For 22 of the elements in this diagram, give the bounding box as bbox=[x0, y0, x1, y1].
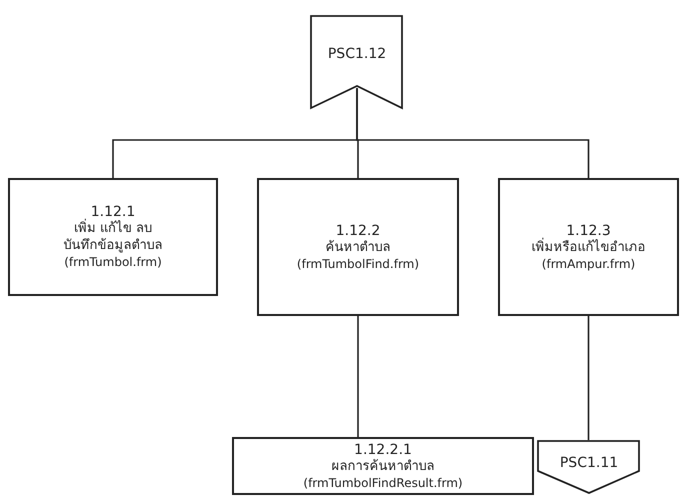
section-number: 1.12.3 bbox=[566, 222, 611, 239]
file-name: (frmTumbolFindResult.frm) bbox=[303, 476, 463, 490]
description-text: ค้นหาตำบล bbox=[326, 240, 390, 256]
file-name: (frmTumbolFind.frm) bbox=[296, 258, 420, 272]
process-box bbox=[232, 437, 534, 495]
connector-label: PSC1.11 bbox=[560, 455, 618, 472]
process-box bbox=[257, 178, 459, 316]
process-box bbox=[8, 178, 218, 296]
description-text: บันทึกข้อมูลตำบล bbox=[64, 239, 162, 254]
description-text: ผลการค้นหาตำบล bbox=[332, 460, 434, 475]
file-name: (frmAmpur.frm) bbox=[542, 258, 636, 272]
connector-label: PSC1.12 bbox=[328, 46, 386, 62]
section-number: 1.12.2.1 bbox=[354, 442, 412, 458]
file-name: (frmTumbol.frm) bbox=[64, 256, 162, 270]
section-number: 1.12.2 bbox=[336, 222, 380, 239]
off-page-connector bbox=[537, 440, 641, 495]
section-number: 1.12.1 bbox=[90, 204, 136, 220]
connector-line bbox=[357, 316, 359, 437]
off-page-connector bbox=[310, 15, 404, 110]
process-box bbox=[498, 178, 679, 316]
connector-line bbox=[588, 316, 590, 440]
connector-line bbox=[356, 88, 590, 178]
